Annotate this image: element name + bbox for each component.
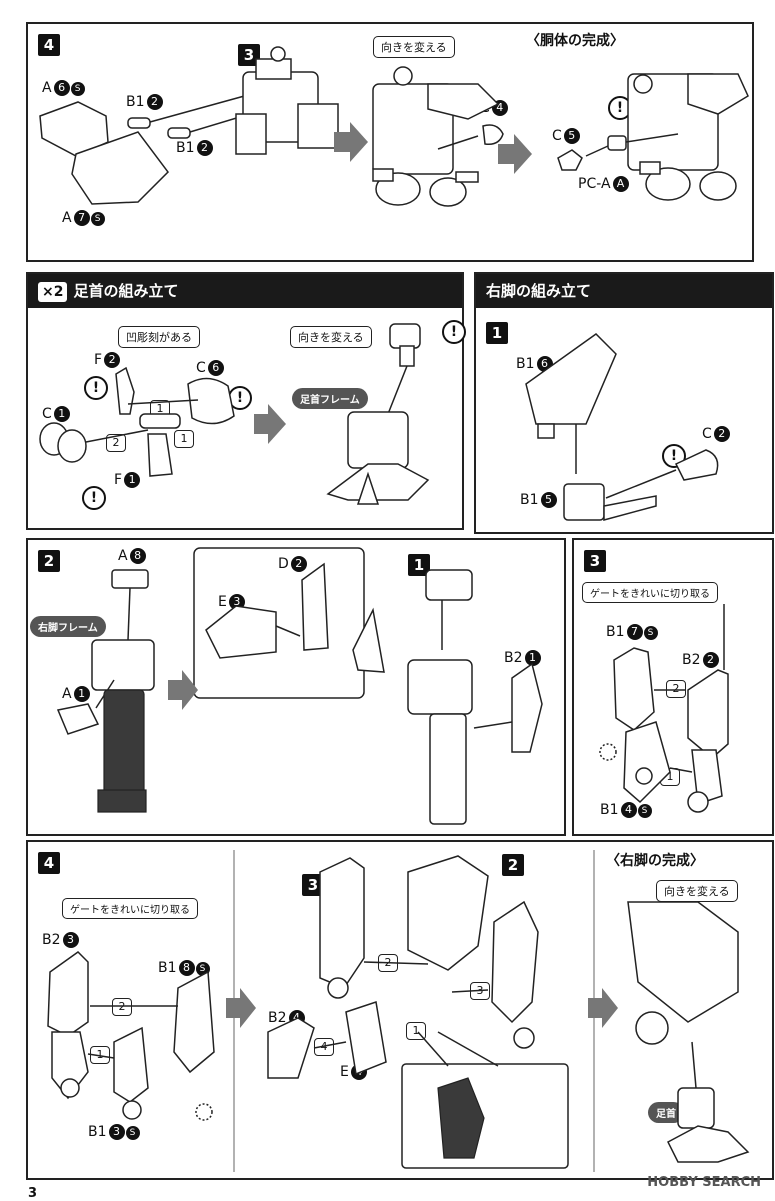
step4-leg-parts-illustration <box>47 850 750 1172</box>
gate-callout: ゲートをきれいに切り取る <box>582 582 718 603</box>
step-number: 1 <box>486 322 508 344</box>
caution-icon: ! <box>82 486 106 510</box>
step-number: 2 <box>38 550 60 572</box>
engrave-callout: 凹彫刻がある <box>118 326 200 348</box>
ankle-parts-illustration <box>39 323 430 505</box>
right-leg-frame-pill: 右脚フレーム <box>30 616 106 637</box>
caution-icon: ! <box>84 376 108 400</box>
ankle-header: ×2 足首の組み立て <box>28 274 462 308</box>
body-parts-illustration <box>39 46 749 207</box>
multiplier-badge: ×2 <box>38 282 68 302</box>
sprue-icon: S <box>70 82 85 96</box>
order-badge: 2 <box>666 680 686 698</box>
body-complete-title: 〈胴体の完成〉 <box>526 33 624 49</box>
turn-callout: 向きを変える <box>373 36 455 58</box>
step-ref-number-3: 3 <box>302 874 324 896</box>
order-badge: 2 <box>106 434 126 452</box>
sprue-icon: S <box>125 1126 140 1140</box>
right-leg-header: 右脚の組み立て <box>476 274 772 308</box>
turn-callout: 向きを変える <box>656 880 738 902</box>
watermark-logo: HOBBY SEARCH <box>647 1175 761 1190</box>
ankle-pill: 足首 <box>648 1102 684 1123</box>
step-ref-number: 1 <box>408 554 430 576</box>
step3-parts-illustration <box>599 604 729 813</box>
top-step-panel: 4 3 向きを変える 〈胴体の完成〉 A6S B12 B12 A7S C4 C5… <box>26 22 754 262</box>
right-leg-parts-illustration <box>525 333 719 521</box>
step-number: 4 <box>38 34 60 56</box>
turn-callout: 向きを変える <box>290 326 372 348</box>
gate-callout: ゲートをきれいに切り取る <box>62 898 198 919</box>
order-badge: 1 <box>90 1046 110 1064</box>
order-badge: 1 <box>174 430 194 448</box>
sprue-icon: S <box>90 212 105 226</box>
ankle-frame-pill: 足首フレーム <box>292 388 368 409</box>
step-number: 4 <box>38 852 60 874</box>
leg-complete-title: 〈右脚の完成〉 <box>606 853 704 869</box>
step-number: 3 <box>584 550 606 572</box>
step-ref-number: 3 <box>238 44 260 66</box>
step2-parts-illustration <box>56 547 543 825</box>
ankle-title: 足首の組み立て <box>73 282 179 300</box>
sprue-icon: S <box>637 804 652 818</box>
sprue-icon: S <box>643 626 658 640</box>
caution-icon: ! <box>442 320 466 344</box>
step-ref-number-2: 2 <box>502 854 524 876</box>
page-number: 3 <box>28 1186 38 1201</box>
